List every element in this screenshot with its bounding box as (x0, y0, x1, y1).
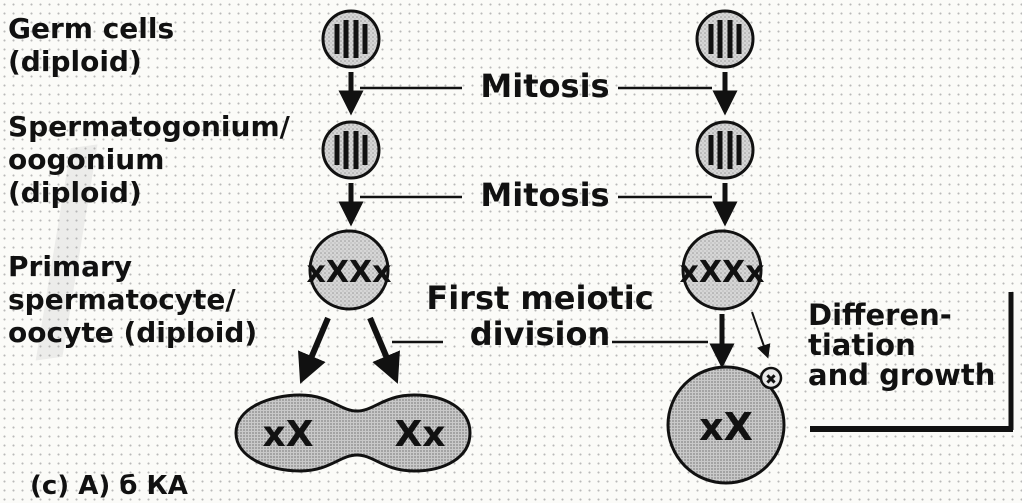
polar-body: ✖ (761, 368, 781, 388)
primary-oocyte-cell: xXXx (680, 231, 765, 309)
arrow-polar-body (752, 312, 766, 352)
svg-text:xXXx: xXXx (680, 255, 765, 290)
germ-cell-right (697, 11, 753, 67)
svg-text:xXXx: xXXx (307, 255, 392, 290)
svg-text:Xx: Xx (395, 414, 446, 455)
germ-cell-left (323, 11, 379, 67)
dividing-secondary-spermatocytes: xX Xx (236, 395, 470, 471)
svg-text:✖: ✖ (765, 372, 777, 388)
spermatogonium-left (323, 122, 379, 178)
svg-text:xX: xX (263, 414, 314, 455)
arrow-split-left-a (306, 318, 328, 370)
oogonium-right (697, 122, 753, 178)
primary-spermatocyte-cell: xXXx (307, 231, 392, 309)
arrow-split-left-b (370, 318, 392, 370)
svg-text:xX: xX (699, 405, 753, 449)
